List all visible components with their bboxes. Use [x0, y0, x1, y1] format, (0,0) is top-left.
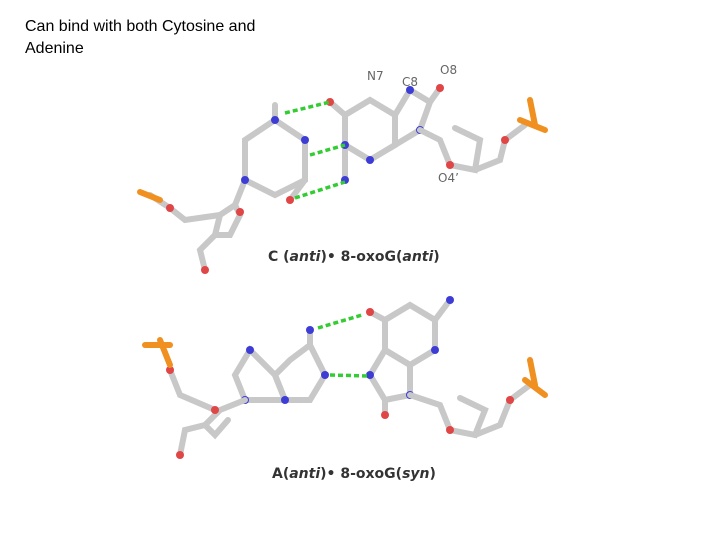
- hbond-1-top: [284, 100, 331, 115]
- atom-label-c8: C8: [402, 75, 418, 89]
- atom-label-o4: O4’: [438, 171, 459, 185]
- sugar-phosphate-left-top: [137, 189, 244, 274]
- hbond-3-top: [294, 180, 346, 200]
- caption-bottom-pair: A(anti)• 8-oxoG(syn): [272, 466, 436, 482]
- adenine-bottom: [231, 326, 329, 404]
- oxog-syn-bottom: [366, 296, 454, 419]
- slide-title: Can bind with both Cytosine and Adenine: [25, 18, 256, 57]
- top-pair-structure: N7 C8 O8 O4’: [137, 63, 548, 274]
- hbond-2-bottom: [329, 373, 369, 378]
- hbond-1-bottom: [317, 313, 363, 330]
- sugar-phosphate-left-bottom: [142, 337, 248, 459]
- bottom-pair-structure: [142, 296, 548, 459]
- atom-label-o8: O8: [440, 63, 457, 77]
- sugar-phosphate-right-top: [417, 97, 548, 174]
- cytosine-top: [232, 102, 309, 208]
- sugar-phosphate-right-bottom: [407, 357, 548, 439]
- hbond-2-top: [309, 143, 346, 157]
- caption-top-pair: C (anti)• 8-oxoG(anti): [268, 249, 440, 265]
- atom-label-n7: N7: [367, 69, 384, 83]
